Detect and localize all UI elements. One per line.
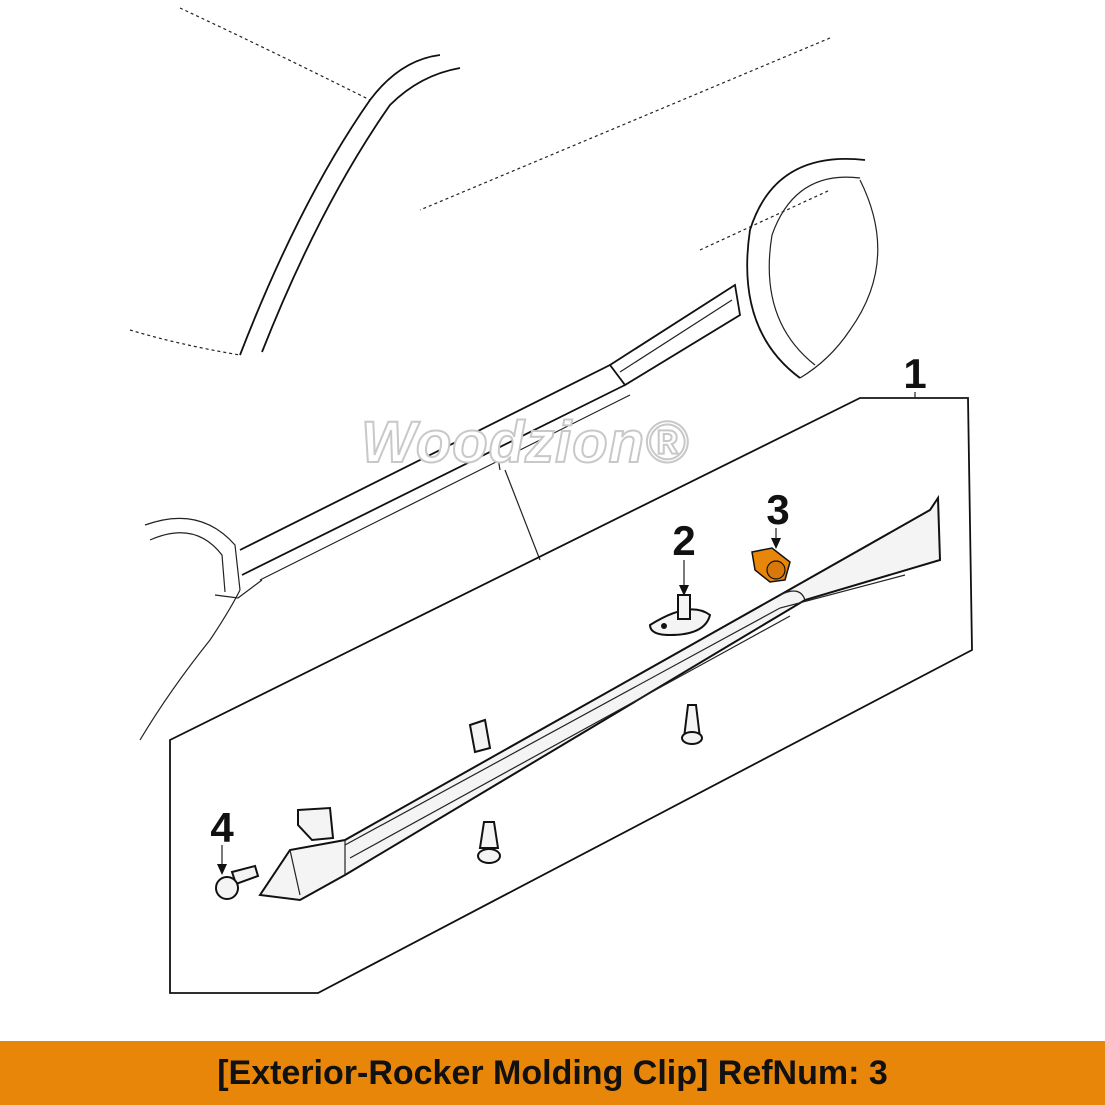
car-body-outline bbox=[129, 7, 879, 741]
rocker-molding bbox=[258, 494, 942, 902]
molding-clip bbox=[468, 718, 492, 754]
fastener-group bbox=[215, 547, 791, 900]
molding-retainer bbox=[297, 806, 335, 842]
parts-panel bbox=[169, 397, 973, 994]
molding-screw bbox=[681, 704, 703, 745]
watermark-logo: Woodzion® bbox=[361, 410, 689, 475]
caption-bar: [Exterior-Rocker Molding Clip] RefNum: 3 bbox=[0, 1041, 1105, 1105]
callout-3: 3 bbox=[766, 486, 789, 533]
parts-diagram: 1 2 3 4 Woodzion® bbox=[129, 7, 973, 994]
rocker-molding-clip-part-3 bbox=[751, 547, 791, 583]
callout-leaders bbox=[217, 392, 968, 875]
molding-screw-lower bbox=[477, 821, 501, 864]
callout-2: 2 bbox=[672, 517, 695, 564]
molding-screw-part-4 bbox=[215, 864, 260, 900]
molding-stud-part-2 bbox=[648, 594, 712, 637]
caption-text: [Exterior-Rocker Molding Clip] RefNum: 3 bbox=[217, 1053, 888, 1092]
callout-4: 4 bbox=[210, 804, 234, 851]
callout-1: 1 bbox=[903, 350, 926, 397]
